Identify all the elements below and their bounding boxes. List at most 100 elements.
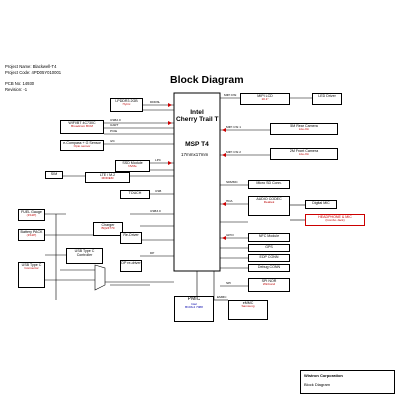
sensor-block: e-Compass + G Sensor Opto sensor: [60, 140, 104, 151]
pmic-sub: Intel: [191, 301, 197, 306]
charger-name: Charger: [101, 223, 115, 227]
touch-name: TOUCH: [128, 191, 142, 195]
sig-emmc: EMMC: [217, 295, 227, 299]
wifi-name: WIFI/BT 4C730C: [68, 121, 96, 125]
mipi-lcd-name: MIPI LCD: [257, 94, 273, 98]
redriver-name: Re-Driver: [123, 233, 139, 237]
edp-conn-block: EDP CONN: [248, 254, 290, 262]
battery-sub: (1S1P): [26, 233, 37, 238]
gps-name: GPS: [265, 245, 273, 249]
nfc-name: NFC Module: [258, 234, 280, 238]
digital-mic-name: Digital MIC: [312, 201, 330, 205]
sig-ddr: DDR3L: [150, 100, 161, 104]
micro-sd-name: Micro SD Conn.: [256, 181, 282, 185]
front-camera-block: 2M Front Camera Lite-On: [270, 148, 338, 160]
rear-camera-block: 5M Rear Camera Lite-On: [270, 123, 338, 135]
battery-name: Battery PACK: [20, 230, 43, 234]
lpddr-name: LPDDR3 2GB: [115, 99, 138, 103]
audio-codec-block: AUDIO CODEC Realtek: [248, 196, 290, 216]
sim-block: SIM: [45, 171, 63, 179]
redriver-block: Re-Driver: [120, 232, 142, 244]
audio-codec-name: AUDIO CODEC: [256, 197, 282, 201]
sig-dp: DP: [150, 251, 155, 255]
digital-mic-block: Digital MIC: [305, 200, 337, 209]
sig-mipi-csi: MIPI CSI 1: [226, 125, 241, 129]
micro-sd-block: Micro SD Conn.: [248, 180, 290, 189]
wifi-block: WIFI/BT 4C730C Broadcom BCM: [60, 120, 104, 134]
pmic-name: PMIC: [187, 296, 201, 302]
fuel-gauge-name: FUEL Gauge: [21, 210, 42, 214]
lte-name: LTE / M.2: [99, 173, 116, 177]
battery-block: Battery PACK (1S1P): [18, 229, 45, 241]
audio-codec-sub: Realtek: [263, 200, 275, 205]
debug-conn-name: Debug CONN: [257, 265, 281, 269]
emmc-block: eMMC Samsung: [228, 300, 268, 320]
mipi-lcd-block: MIPI LCD 10.1": [240, 93, 290, 105]
sensor-sub: Opto sensor: [73, 144, 91, 149]
cpu-line3: MSP T4: [185, 141, 209, 148]
dp-redriver-block: DP re-driver: [120, 260, 142, 272]
spi-nor-sub: Winbond: [262, 282, 276, 287]
charger-block: Charger BQ24770: [93, 222, 123, 236]
lte-block: LTE / M.2 MODEM: [85, 172, 130, 183]
lpddr-sub: Hynix: [122, 102, 131, 107]
emmc-name: eMMC: [242, 301, 254, 305]
pmic-sub2: BCRL4 7088: [185, 305, 203, 310]
sig-gpio: GPIO: [226, 233, 234, 237]
sig-sdmmc: SDMMC: [226, 180, 238, 184]
charger-sub: BQ24770: [101, 226, 115, 231]
ssd-sub: NVMe: [128, 164, 137, 169]
headphone-name: HEADPHONE & MIC: [318, 215, 352, 219]
ssd-name: SSD Module: [122, 161, 143, 165]
sig-pcie: PCIE: [110, 129, 118, 133]
cpu-line1: Intel: [190, 109, 204, 116]
led-driver-name: LED Driver: [318, 94, 336, 98]
fuel-gauge-block: FUEL Gauge (1S1P): [18, 209, 45, 221]
sig-mipi-csi2: MIPI CSI 2: [226, 150, 241, 154]
wifi-sub: Broadcom BCM: [71, 124, 93, 129]
headphone-block: HEADPHONE & MIC (Combo Jack): [305, 214, 365, 226]
rear-camera-sub: Lite-On: [298, 127, 310, 132]
usb-typec-name: USB Type C: [21, 263, 42, 267]
sig-usb2: USB2.0: [110, 118, 121, 122]
company-name: Wistron Corporation: [304, 373, 343, 378]
spi-nor-block: SPI NOR Winbond: [248, 278, 290, 292]
sig-usb: USB: [155, 189, 162, 193]
lpddr-block: LPDDR3 2GB Hynix: [110, 98, 143, 112]
ssd-block: SSD Module NVMe: [115, 160, 150, 172]
cpu-line2: Cherry Trail T: [176, 116, 219, 123]
edp-conn-name: EDP CONN: [259, 255, 279, 259]
gps-block: GPS: [248, 244, 290, 252]
led-driver-block: LED Driver: [312, 93, 342, 105]
document-title: Block Diagram: [304, 382, 331, 387]
sig-i2c: I2C: [110, 139, 115, 143]
usb-typec-ctrl-block: USB Type C Controller: [66, 248, 103, 264]
fuel-gauge-sub: (1S1P): [26, 213, 37, 218]
headphone-sub: (Combo Jack): [325, 218, 345, 223]
sig-lpc: LPC: [155, 158, 162, 162]
title-block: Wistron Corporation Block Diagram: [300, 370, 395, 394]
dp-redriver-name: DP re-driver: [121, 261, 141, 265]
sig-uart: UART: [110, 123, 119, 127]
rear-camera-name: 5M Rear Camera: [290, 124, 318, 128]
spi-nor-name: SPI NOR: [261, 279, 277, 283]
front-camera-name: 2M Front Camera: [289, 149, 319, 153]
sensor-name: e-Compass + G Sensor: [63, 141, 101, 145]
sig-mipi-dsi: MIPI DSI: [224, 93, 237, 97]
touch-block: TOUCH: [120, 190, 150, 199]
sig-hda: HDA: [226, 199, 233, 203]
cpu-line4: 17mmx17mm: [181, 152, 209, 157]
nfc-block: NFC Module: [248, 233, 290, 242]
project-code: Project Code: 4PD05Y010001: [5, 70, 62, 75]
front-camera-sub: Lite-On: [298, 152, 310, 157]
sig-spi: SPI: [226, 281, 231, 285]
usb-typec-block: USB Type C Connector: [18, 262, 45, 288]
mipi-lcd-sub: 10.1": [261, 97, 269, 102]
pcb-number: PCB No: 14930: [5, 81, 35, 86]
diagram-title: Block Diagram: [170, 74, 244, 86]
usb-typec-ctrl-name: USB Type C Controller: [74, 249, 95, 258]
revision: Revision: -1: [5, 87, 28, 92]
usb-typec-sub: Connector: [24, 266, 39, 271]
